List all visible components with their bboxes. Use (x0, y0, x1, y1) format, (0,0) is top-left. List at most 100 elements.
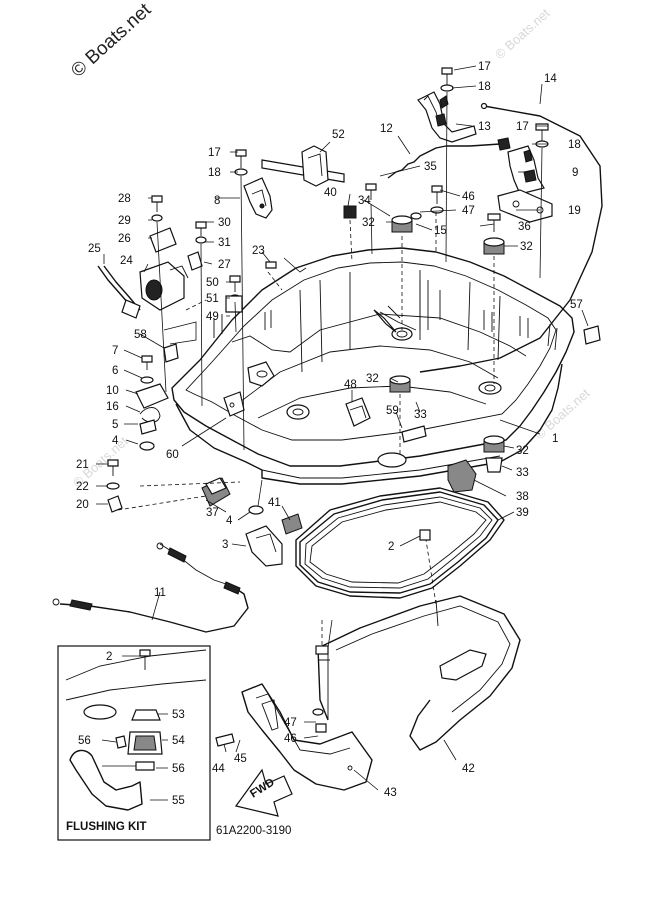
cable-11-end (52, 542, 241, 611)
callout: 25 (88, 243, 101, 255)
callout: 9 (572, 167, 578, 179)
callout: 10 (106, 385, 119, 397)
callout: 13 (478, 121, 491, 133)
callout: 49 (206, 311, 219, 323)
plate-59 (401, 425, 427, 443)
lever-8 (243, 177, 273, 219)
clamp-26 (149, 227, 203, 271)
callout: 5 (112, 419, 118, 431)
watermark-faint: © Boats.net (532, 385, 593, 442)
part-48 (345, 397, 371, 427)
callout-numbers: 17 18 14 13 17 18 12 52 17 18 35 9 46 40… (76, 61, 583, 807)
callout: 34 (358, 195, 371, 207)
watermark-faint: © Boats.net (492, 5, 553, 62)
callout: 56 (78, 735, 91, 747)
callout: 8 (214, 195, 220, 207)
callout: 44 (212, 763, 225, 775)
callout: 18 (478, 81, 491, 93)
callout: 51 (206, 293, 219, 305)
callout: 60 (166, 449, 179, 461)
lower-cover-starboard (315, 595, 521, 751)
dashed-lines (117, 212, 495, 646)
callout: 35 (424, 161, 437, 173)
callout: 28 (118, 193, 131, 205)
callout: 54 (172, 735, 185, 747)
bottom-cowling (171, 247, 575, 485)
callout: 37 (206, 507, 219, 519)
watermark-main: © Boats.net (67, 0, 156, 82)
callout: 2 (106, 651, 112, 663)
callout: 15 (434, 225, 447, 237)
callout: 41 (268, 497, 281, 509)
callout: 30 (218, 217, 231, 229)
callout: 23 (252, 245, 265, 257)
flushing-kit-title: FLUSHING KIT (66, 821, 147, 833)
callout: 32 (366, 373, 379, 385)
lever-9 (507, 145, 545, 195)
callout: 32 (362, 217, 375, 229)
callout: 2 (388, 541, 394, 553)
callout: 47 (462, 205, 475, 217)
callout: 46 (462, 191, 475, 203)
callout: 36 (518, 221, 531, 233)
switch-24 (139, 261, 189, 311)
cover-38 (447, 459, 477, 493)
callout: 21 (76, 459, 89, 471)
callout: 50 (206, 277, 219, 289)
callout: 48 (344, 379, 357, 391)
callout: 52 (332, 129, 345, 141)
callout: 31 (218, 237, 231, 249)
clamp-20 (107, 495, 123, 513)
fwd-arrow: FWD (234, 768, 293, 817)
flushing-kit: FLUSHING KIT (57, 645, 211, 841)
callout: 33 (516, 467, 529, 479)
callout: 1 (552, 433, 558, 445)
callout: 29 (118, 215, 131, 227)
callout: 43 (384, 787, 397, 799)
callout: 56 (172, 763, 185, 775)
rubber-seal (295, 487, 505, 599)
callout: 46 (284, 733, 297, 745)
plate-57 (583, 325, 601, 345)
callout: 6 (112, 365, 118, 377)
bracket-3 (245, 525, 283, 567)
callout: 45 (234, 753, 247, 765)
callout: 47 (284, 717, 297, 729)
callout: 17 (208, 147, 221, 159)
callout: 18 (208, 167, 221, 179)
callout: 19 (568, 205, 581, 217)
diagram-code: 61A2200-3190 (216, 825, 291, 837)
callout: 18 (568, 139, 581, 151)
callout: 4 (226, 515, 233, 527)
callout: 58 (134, 329, 147, 341)
callout: 32 (516, 445, 529, 457)
callout: 40 (324, 187, 337, 199)
callout: 53 (172, 709, 185, 721)
callout: 26 (118, 233, 131, 245)
callout: 42 (462, 763, 475, 775)
callout: 14 (544, 73, 557, 85)
callout: 7 (112, 345, 118, 357)
leader-lines (96, 65, 589, 801)
callout: 11 (154, 587, 166, 599)
callout: 39 (516, 507, 529, 519)
callout: 55 (172, 795, 185, 807)
callout: 4 (112, 435, 119, 447)
cable-14 (419, 105, 603, 373)
callout: 12 (380, 123, 393, 135)
lever-13 (417, 91, 477, 143)
plate-58 (163, 343, 179, 363)
callout: 33 (414, 409, 427, 421)
bracket-19 (497, 189, 553, 223)
bolts (107, 67, 549, 747)
callout: 3 (222, 539, 228, 551)
hook-10 (135, 383, 169, 435)
callout: 22 (76, 481, 89, 493)
callout: 57 (570, 299, 583, 311)
callout: 24 (120, 255, 133, 267)
callout: 17 (478, 61, 491, 73)
callout: 17 (516, 121, 529, 133)
shaft-52 (261, 145, 345, 187)
connector-lines (156, 91, 543, 649)
